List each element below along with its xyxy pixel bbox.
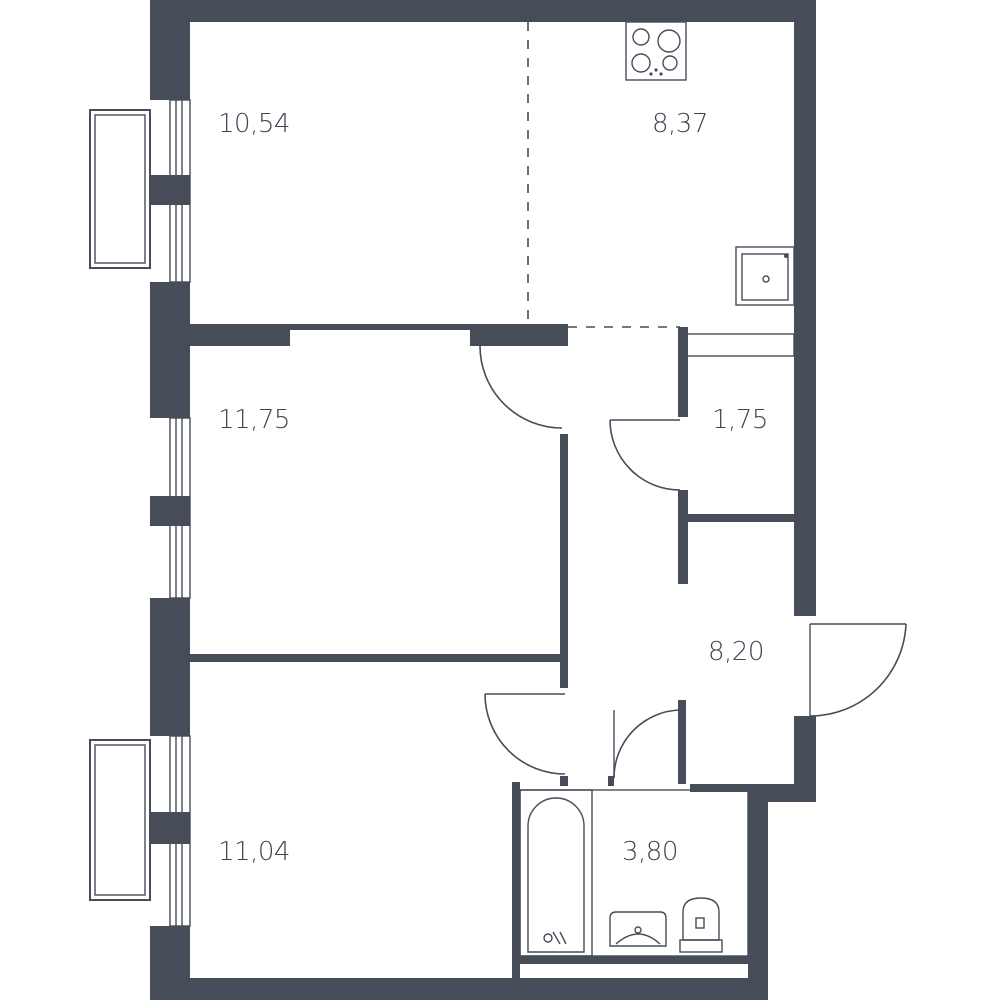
room-area-label: 3,80 <box>622 837 678 867</box>
balconies <box>89 109 151 901</box>
toilet-icon <box>679 897 723 953</box>
window-middle <box>169 417 191 599</box>
kitchen-sink-icon <box>735 246 795 306</box>
room-area-label: 10,54 <box>218 109 290 139</box>
doors <box>479 345 907 779</box>
room-area-label: 8,37 <box>652 109 708 139</box>
interior-walls <box>190 22 795 978</box>
balcony-top <box>89 109 151 269</box>
room-area-label: 8,20 <box>708 637 764 667</box>
room-labels: 10,54 8,37 11,75 1,75 8,20 11,04 3,80 <box>218 109 768 867</box>
window-bottom <box>169 735 191 927</box>
window-top <box>169 99 191 283</box>
outer-walls <box>150 0 816 1000</box>
room-area-label: 11,75 <box>218 405 290 435</box>
bathtub-icon <box>519 789 593 957</box>
windows <box>169 99 191 927</box>
balcony-bottom <box>89 739 151 901</box>
room-area-label: 11,04 <box>218 837 290 867</box>
stove-icon <box>625 21 687 81</box>
washbasin-icon <box>609 911 667 947</box>
room-area-label: 1,75 <box>712 405 768 435</box>
